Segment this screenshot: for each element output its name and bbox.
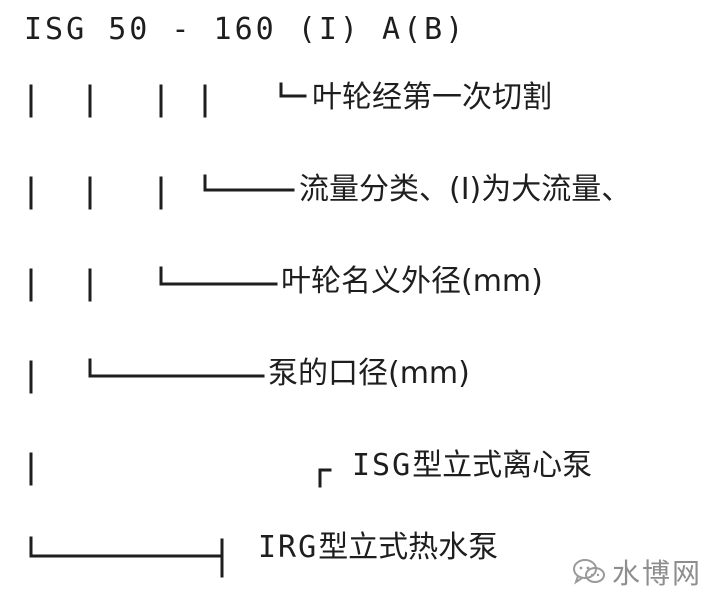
- label-impeller-cut: 叶轮经第一次切割: [312, 80, 552, 115]
- irg-prefix: IRG: [258, 530, 319, 565]
- watermark-text: 水博网: [612, 557, 703, 590]
- watermark: 水博网: [572, 552, 702, 592]
- model-code-title: ISG 50 - 160 (I) A(B): [24, 12, 467, 47]
- wechat-bubble-icon: [573, 559, 605, 585]
- label-pump-diameter: 泵的口径(mm): [268, 356, 470, 391]
- connector-impeller-cut: [279, 82, 307, 98]
- connector-pump-diameter: [88, 358, 265, 378]
- connector-flow-class: [203, 174, 295, 192]
- connector-isg: [318, 468, 332, 488]
- label-isg-type: ISG型立式离心泵: [352, 448, 592, 484]
- connector-impeller-diameter: [159, 266, 278, 286]
- isg-desc: 型立式离心泵: [412, 448, 593, 483]
- irg-desc: 型立式热水泵: [318, 530, 499, 565]
- connector-irg: [29, 536, 224, 558]
- label-flow-class: 流量分类、(I)为大流量、: [299, 172, 632, 207]
- label-irg-type: IRG型立式热水泵: [258, 530, 498, 566]
- label-impeller-diameter: 叶轮名义外径(mm): [281, 264, 543, 299]
- isg-prefix: ISG: [352, 448, 413, 483]
